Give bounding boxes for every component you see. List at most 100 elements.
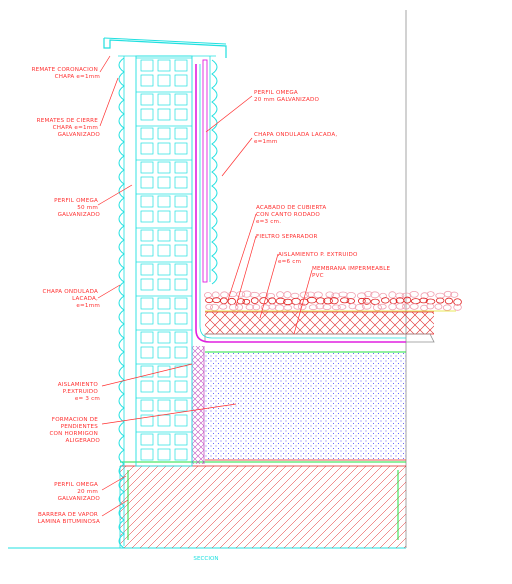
gravel-stone [308,304,318,311]
drawing-title: SECCION [193,556,218,562]
gravel-stone [242,298,251,305]
gravel-stone [329,297,339,305]
brick-cell [140,176,154,189]
brick-cell [157,74,171,87]
brick-cell [157,312,171,325]
base-slab [119,465,406,548]
label-acabado-cubierta: ACABADO DE CUBIERTA CON CANTO RODADO e=3… [256,205,328,225]
brick-cell [140,127,154,140]
gravel-stone [434,303,443,310]
brick-cell [157,108,171,121]
gravel-stone [236,291,246,298]
brick-cell [157,93,171,106]
gravel-stone [220,297,228,305]
gravel-stone [370,291,380,299]
brick-cell [157,229,171,242]
gravel-stone [362,297,371,305]
label-aislamiento-right: AISLAMIENTO P. EXTRUIDO e=6 cm [278,252,360,265]
brick-cell [157,448,171,461]
gravel-stone [443,290,453,298]
brick-cell [157,414,171,427]
gravel-stone [204,292,212,299]
gravel-stone [266,292,276,299]
brick-cell [140,108,154,121]
gravel-stone [402,303,411,310]
gravel-stone [435,297,445,304]
gravel-stone [252,304,261,311]
brick-cell [157,263,171,276]
gravel-stone [313,291,323,299]
label-perfil-omega-50: PERFIL OMEGA 50 mm GALVANIZADO [54,198,100,218]
vertical-insulation [191,346,205,464]
gravel-stone [268,303,277,310]
brick-cell [174,161,188,174]
brick-cell [140,380,154,393]
brick-cell [174,127,188,140]
gravel-stone [388,303,397,311]
gravel-stone [426,291,435,297]
gravel-stone [227,297,237,306]
annotations: REMATE CORONACION CHAPA e=1mm REMATES DE… [32,67,391,562]
brick-cell [174,365,188,378]
gravel-stone [346,298,355,304]
gravel-stone [372,303,382,312]
brick-cell [157,176,171,189]
brick-cell [157,210,171,223]
gravel-stone [331,304,341,311]
brick-cell [174,176,188,189]
label-perfil-omega-20-bottom: PERFIL OMEGA 20 mm GALVANIZADO [54,482,100,502]
gravel-stone [346,291,356,300]
brick-cell [140,414,154,427]
gravel-stone [210,303,220,312]
brick-cell [157,59,171,72]
gravel-stone [275,297,286,305]
brick-cell [174,399,188,412]
gravel-stone [338,291,348,298]
gravel-stone [315,303,325,310]
brick-cell [140,244,154,257]
brick-cell [157,297,171,310]
label-fieltro-separador: FIELTRO SEPARADOR [256,234,318,240]
brick-cell [140,93,154,106]
brick-cell [140,331,154,344]
gravel-stone [444,297,454,305]
gravel-stone [250,297,259,304]
brick-cell [157,399,171,412]
gravel-stone [381,297,390,304]
gravel-stone [323,297,333,305]
brick-cell [157,195,171,208]
brick-cell [174,108,188,121]
gravel-stone [435,292,445,299]
gravel-stone [348,303,357,310]
gravel-stone [357,297,366,305]
brick-cell [174,229,188,242]
label-remates-cierre: REMATES DE CIERRE CHAPA e=1mm GALVANIZAD… [37,118,101,138]
brick-cell [174,297,188,310]
brick-cell [174,142,188,155]
brick-cell [140,59,154,72]
label-barrera-vapor: BARRERA DE VAPOR LAMINA BITUMINOSA [38,512,100,525]
brick-cell [174,380,188,393]
brick-cell [174,278,188,291]
gravel-stone [306,296,317,304]
gravel-stone [337,304,347,310]
corrugated-sheet-right [209,56,218,285]
brick-cell [157,365,171,378]
gravel-stone [290,292,300,299]
gravel-stone [401,292,412,299]
gravel-stone [379,292,387,300]
roof-insulation [204,311,435,343]
label-formacion-pendientes: FORMACION DE PENDIENTES CON HORMIGON ALI… [49,417,100,444]
brick-cell [174,331,188,344]
brick-cell [157,331,171,344]
brick-cell [157,244,171,257]
brick-cell [140,312,154,325]
gravel-stone [241,290,252,298]
gravel-stone [453,303,462,311]
gravel-finish [204,290,462,312]
brick-cell [174,74,188,87]
brick-cell [174,244,188,257]
gravel-stone [283,304,293,311]
gravel-stone [395,292,405,299]
